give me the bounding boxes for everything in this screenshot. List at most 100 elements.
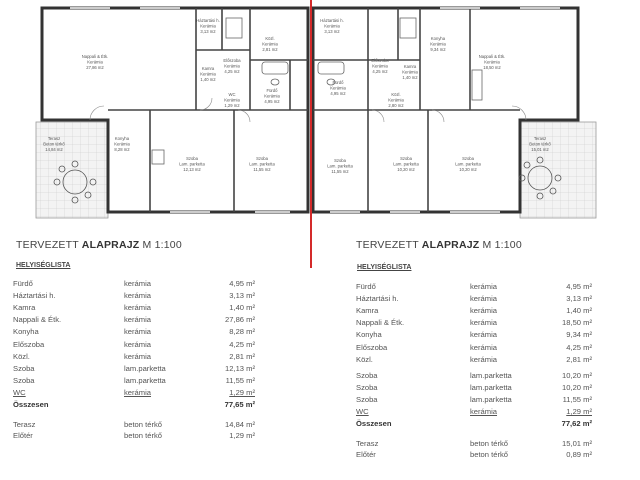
room-name: Kamra <box>13 303 36 313</box>
room-area: 15,01 m² <box>562 439 592 449</box>
left-room-label: Előszoba <box>223 58 241 63</box>
left-plan-title: TERVEZETT ALAPRAJZ M 1:100 <box>16 239 182 251</box>
room-material: kerámia <box>470 407 498 416</box>
left-room-label: 8,28 m2 <box>114 147 130 152</box>
left-room-label: Szoba <box>186 156 199 161</box>
left-room-label: WC <box>229 92 236 97</box>
left-room-label: Kerámia <box>224 98 240 103</box>
room-material: beton térkő <box>124 431 162 441</box>
room-material: lam.parketta <box>470 370 512 380</box>
room-material: lam.parketta <box>124 363 166 373</box>
room-area: 14,84 m² <box>225 420 255 430</box>
right-room-label: Lam. parketta <box>455 162 481 167</box>
room-material: kerámia <box>124 315 152 325</box>
door-swings <box>89 97 527 123</box>
room-area: 1,29 m² <box>229 387 255 397</box>
room-name: Terasz <box>13 420 36 430</box>
room-area: 4,25 m² <box>229 339 255 349</box>
room-name: Nappali & Étk. <box>356 318 405 328</box>
room-area: 4,95 m² <box>566 282 592 291</box>
left-room-label: Fürdő <box>267 88 279 93</box>
left-room-label: Kerámia <box>114 142 130 147</box>
right-room-label: 15,01 m2 <box>531 147 549 152</box>
left-room-label: Kerámia <box>87 60 103 65</box>
right-room-label: 4,95 m2 <box>330 91 346 96</box>
right-terrace-table <box>518 156 562 200</box>
left-room-label: 2,81 m2 <box>262 47 278 52</box>
room-material: lam.parketta <box>124 375 166 385</box>
room-name: Kamra <box>356 306 379 316</box>
left-room-label: Kerámia <box>264 94 280 99</box>
right-room-label: Háztartási h. <box>320 18 344 23</box>
room-name: Szoba <box>356 370 378 380</box>
windows <box>70 7 560 213</box>
left-room-label: 14,84 m2 <box>45 147 63 152</box>
room-material: kerámia <box>470 330 498 340</box>
room-area: 10,20 m² <box>562 382 592 392</box>
room-material: kerámia <box>124 291 152 301</box>
room-name: Terasz <box>356 439 379 449</box>
left-room-label: Kerámia <box>200 72 216 77</box>
room-name: Közl. <box>356 354 373 364</box>
left-room-label: Konyha <box>115 136 130 141</box>
room-area: 1,29 m² <box>229 431 255 441</box>
right-terrace <box>519 121 597 219</box>
room-name: Konyha <box>13 327 39 337</box>
left-room-label: Kamra <box>202 66 215 71</box>
left-room-label: Kerámia <box>224 64 240 69</box>
room-name: Előszoba <box>13 339 45 349</box>
room-area: 0,89 m² <box>566 450 592 460</box>
right-room-label: Kerámia <box>372 64 388 69</box>
room-name: Fürdő <box>356 282 376 291</box>
left-room-label: 4,25 m2 <box>224 69 240 74</box>
left-room-label: 1,40 m2 <box>200 77 216 82</box>
room-area: 2,81 m² <box>566 354 592 364</box>
left-room-label: Közl. <box>265 36 274 41</box>
right-room-label: 3,13 m2 <box>324 29 340 34</box>
room-area: 27,86 m² <box>225 315 255 325</box>
room-name: Összesen <box>13 400 49 409</box>
room-area: 9,34 m² <box>566 330 592 340</box>
right-room-label: Beton térkő <box>529 142 551 147</box>
room-area: 77,65 m² <box>224 400 255 409</box>
room-area: 11,55 m² <box>562 394 592 404</box>
room-name: Közl. <box>13 351 30 361</box>
left-room-list-heading: HELYISÉGLISTA <box>16 262 71 269</box>
left-interior-walls <box>108 8 308 212</box>
left-room-label: 11,55 m2 <box>253 167 271 172</box>
right-room-label: Kerámia <box>324 24 340 29</box>
right-room-label: 2,80 m2 <box>388 103 404 108</box>
room-name: Szoba <box>13 363 35 373</box>
room-area: 2,81 m² <box>229 351 255 361</box>
right-room-label: Kerámia <box>388 98 404 103</box>
right-room-label: Közl. <box>391 92 400 97</box>
right-room-label: Konyha <box>431 36 446 41</box>
left-room-label: 1,29 m2 <box>224 103 240 108</box>
right-room-label: Szoba <box>462 156 475 161</box>
room-name: WC <box>13 387 26 397</box>
right-unit-walls <box>311 6 580 214</box>
right-room-label: 11,55 m2 <box>331 169 349 174</box>
bath-fixtures <box>151 17 483 165</box>
left-room-label: 27,86 m2 <box>86 65 104 70</box>
room-area: 1,29 m² <box>566 407 592 416</box>
left-room-label: Lam. parketta <box>249 162 275 167</box>
right-room-label: 10,20 m2 <box>397 167 415 172</box>
room-material: kerámia <box>470 342 498 352</box>
right-room-label: Szoba <box>400 156 413 161</box>
room-material: kerámia <box>124 327 152 337</box>
right-room-label: 18,50 m2 <box>483 65 501 70</box>
room-name: Szoba <box>356 394 378 404</box>
right-room-label: Fürdő <box>333 80 345 85</box>
room-area: 4,95 m² <box>229 279 255 288</box>
